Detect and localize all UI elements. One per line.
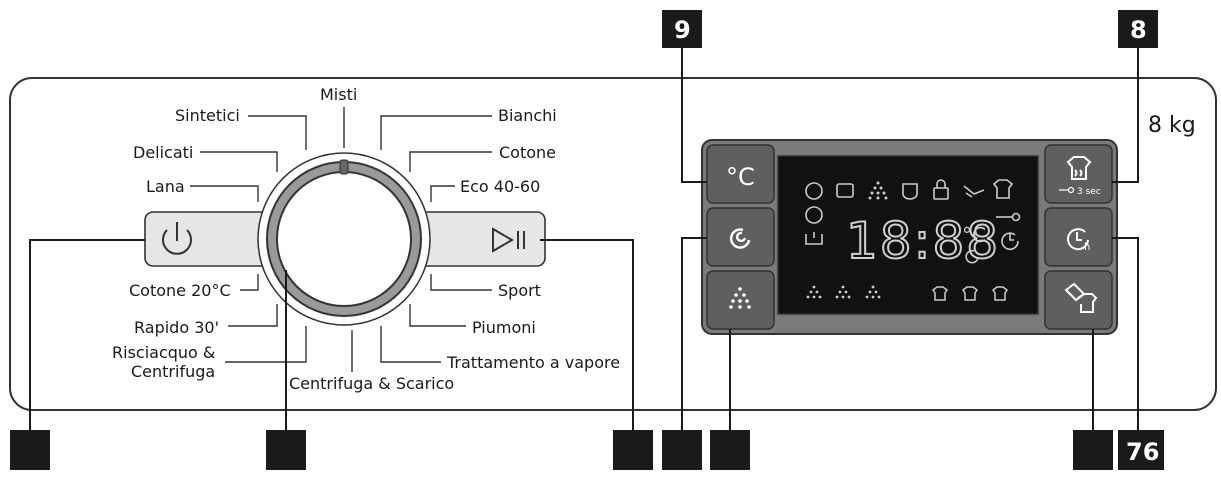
callout-number-76: 76 [1126,438,1159,466]
callout-box-knob [266,430,306,470]
steam-icon [1066,156,1092,180]
start-pause-icon [492,227,525,253]
callout-box-9 [662,10,702,48]
extra-care-icon [1064,282,1098,313]
temperature-icon: °C [726,163,755,191]
care-level-2-icon [961,286,979,301]
knob-indicator [339,159,349,175]
care-level-3-icon [991,286,1009,301]
child-lock-hint: 3 sec [1059,186,1101,197]
anti-crease-icon [963,185,985,198]
callout-box-extra [1073,430,1113,470]
steam-button[interactable]: 3 sec [1044,144,1113,204]
lcd-right-icons [965,212,1021,264]
spin-icon [729,228,751,249]
callout-number-9: 9 [674,16,691,44]
callout-box-76 [1118,430,1164,470]
callout-box-power [10,430,50,470]
wifi-icon [805,206,823,224]
program-vapore: Trattamento a vapore [446,353,620,372]
prewash-icon [805,182,823,200]
program-knob[interactable] [257,152,431,326]
delay-timer-button[interactable]: h [1044,207,1113,267]
care-status-icon [992,179,1014,199]
care-level-1-icon [931,286,949,301]
callout-box-spin [662,430,702,470]
lcd-spin-icon [965,249,979,264]
steam-status-icon [902,183,918,200]
callout-box-rinse [710,430,750,470]
program-cotone20: Cotone 20°C [129,281,231,300]
lock-hint-text: 3 sec [1077,187,1101,197]
program-piumoni: Piumoni [472,318,536,337]
program-eco: Eco 40-60 [460,177,540,196]
callout-box-8 [1118,10,1158,48]
delay-timer-icon: h [1067,228,1090,253]
program-risciacquo-line1: Risciacquo & [112,343,215,362]
start-pause-button[interactable] [492,227,525,253]
spin-button[interactable] [706,207,775,267]
rinse-level-1-icon [806,285,822,299]
key-icon [996,212,1021,222]
program-scarico: Centrifuga & Scarico [289,374,454,393]
program-labels: Misti Sintetici Bianchi Delicati Cotone … [112,85,620,393]
intensive-icon [836,183,854,198]
rinse-level-2-icon [835,285,851,299]
power-icon [162,222,192,255]
lcd-temp-unit: °C [962,223,986,247]
lcd-bottom-icons [806,285,1009,301]
svg-text:h: h [1084,242,1090,253]
lcd-digits: 18:88 [846,212,1000,270]
callout-box-start [613,430,653,470]
program-risciacquo-line2: Centrifuga [131,362,215,381]
power-button[interactable] [162,222,192,255]
extra-care-button[interactable] [1044,270,1113,330]
program-sport: Sport [498,281,541,300]
program-lana: Lana [146,177,185,196]
program-rapido: Rapido 30' [134,318,219,337]
program-delicati: Delicati [133,143,193,162]
lcd-top-icons [805,179,1014,200]
rinse-level-3-icon [865,285,881,299]
callout-number-8: 8 [1130,16,1147,44]
rinse-level-icon [868,181,888,200]
detergent-icon [805,232,823,245]
lock-icon [933,179,949,200]
program-cotone: Cotone [499,143,556,162]
temperature-button[interactable]: °C [706,144,775,204]
rinse-button[interactable] [706,270,775,330]
program-misti: Misti [320,85,357,104]
capacity-label: 8 kg [1148,113,1196,138]
rinse-icon [729,287,751,309]
program-bianchi: Bianchi [498,106,557,125]
lcd-delay-icon [1001,232,1019,251]
program-sintetici: Sintetici [175,106,240,125]
lcd-left-icons [805,206,823,245]
